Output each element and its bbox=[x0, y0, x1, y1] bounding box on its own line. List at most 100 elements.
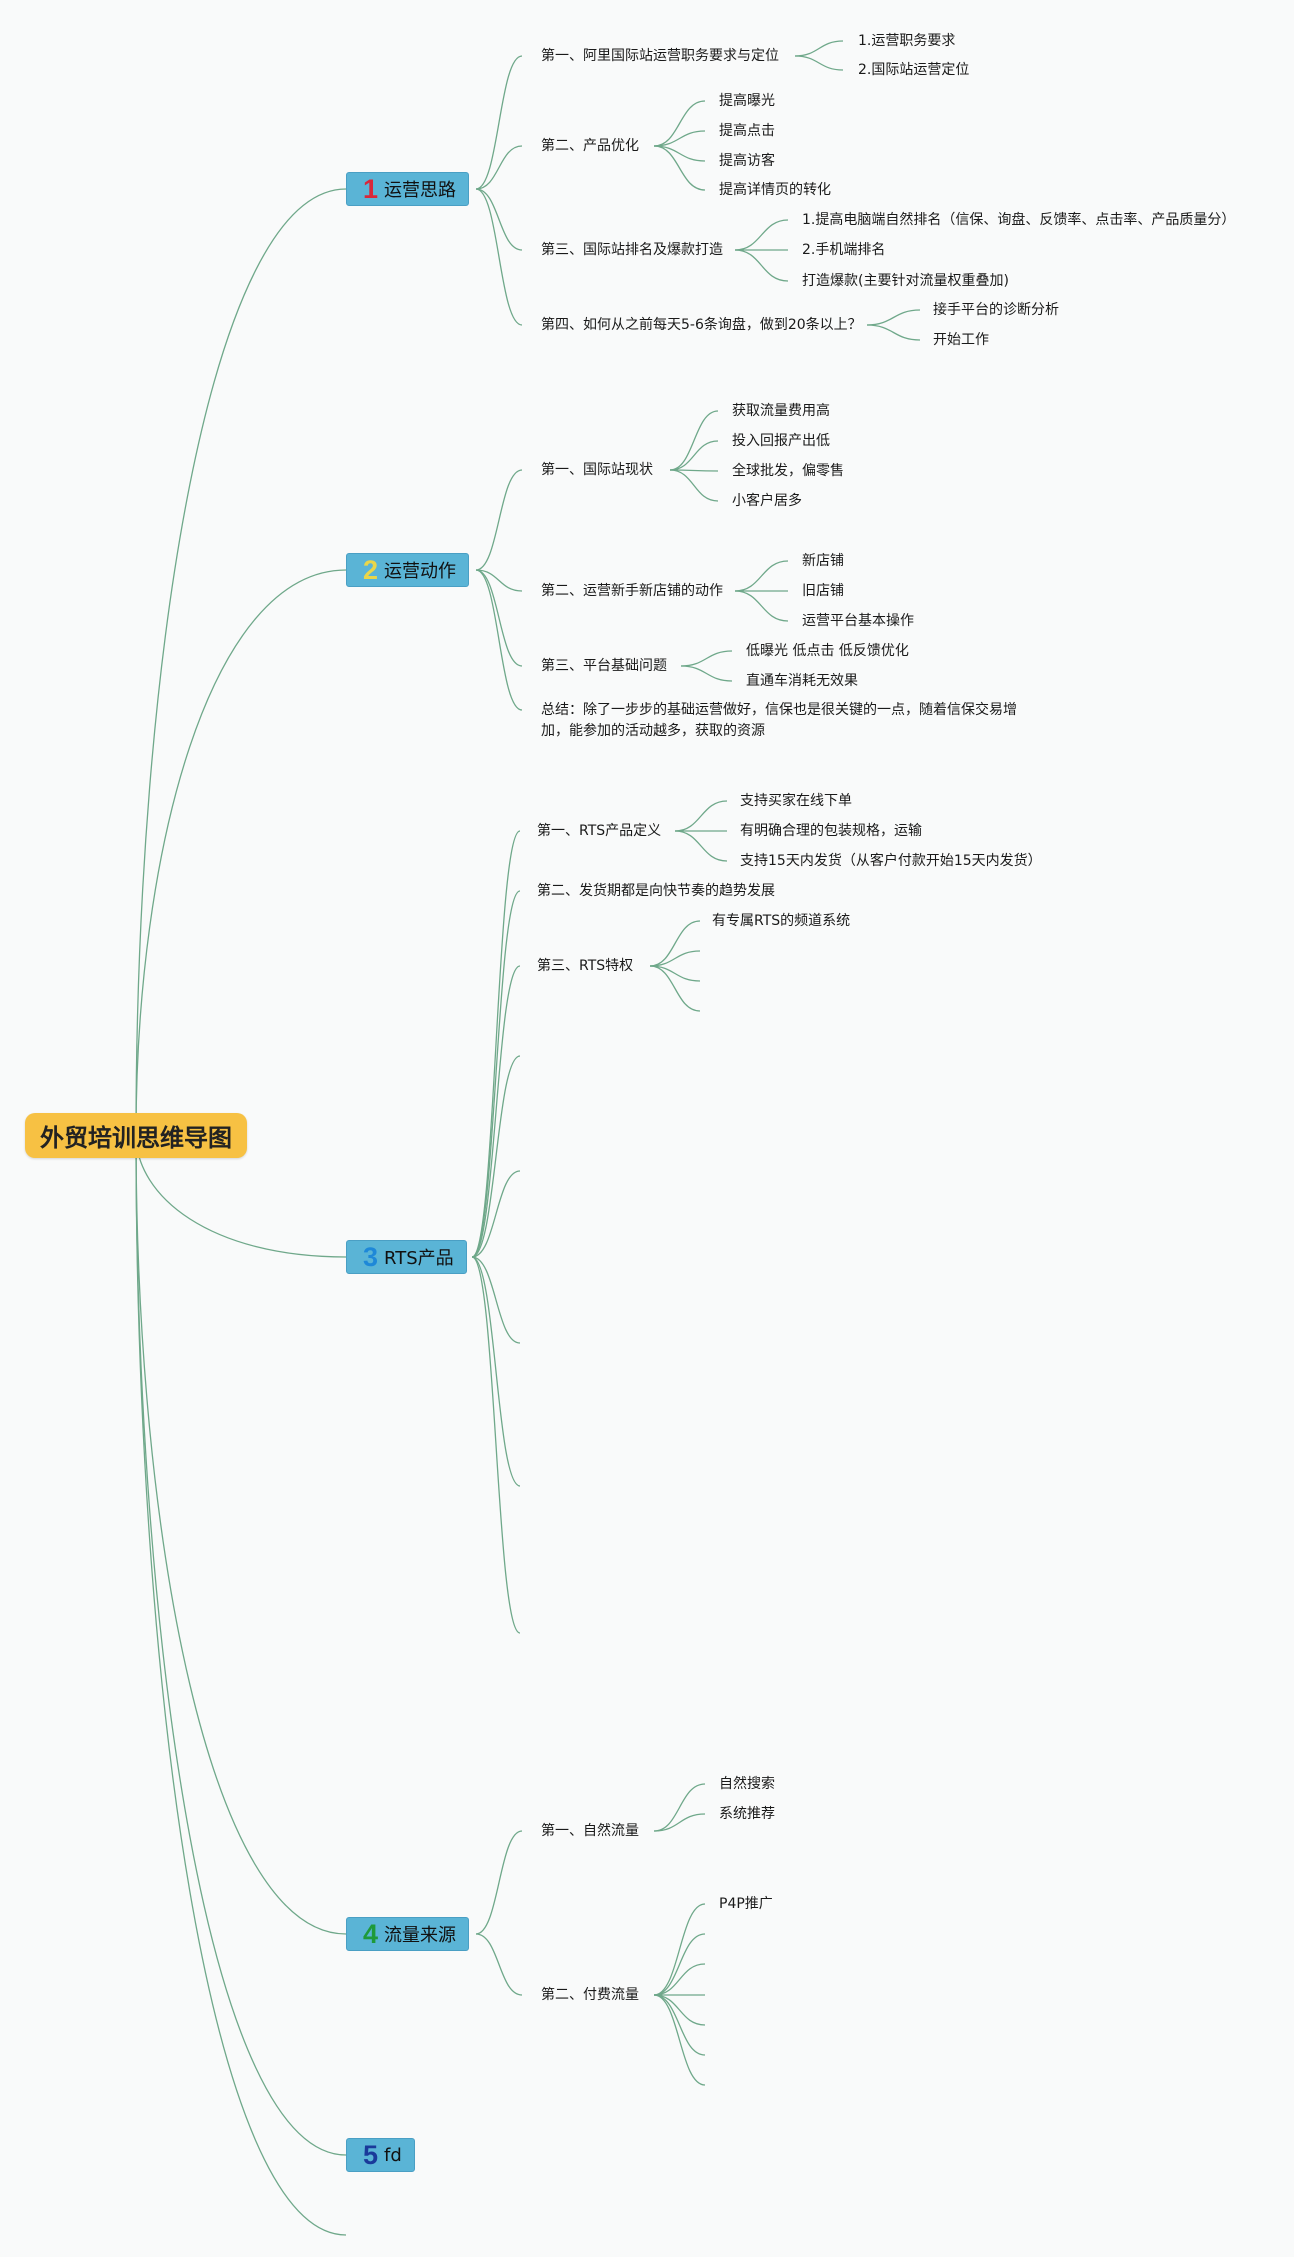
branch-node-3[interactable]: 3 RTS产品 bbox=[346, 1240, 467, 1274]
branch-label: 运营动作 bbox=[384, 561, 457, 582]
branch-node-4[interactable]: 4 流量来源 bbox=[346, 1917, 470, 1951]
subtopic-4-2[interactable]: 第二、付费流量 bbox=[541, 1987, 639, 2003]
link-3-1-1 bbox=[674, 800, 728, 832]
link-b3-sub3 bbox=[471, 965, 521, 1258]
branch-label: 运营思路 bbox=[384, 180, 457, 201]
leaf-2-2-1[interactable]: 新店铺 bbox=[802, 553, 844, 569]
link-4-2-7 bbox=[653, 1994, 706, 2086]
link-b3-sub4 bbox=[471, 1055, 521, 1258]
leaf-1-2-1[interactable]: 提高曝光 bbox=[719, 93, 775, 109]
link-b3-sub1 bbox=[471, 830, 521, 1258]
root-node[interactable]: 外贸培训思维导图 bbox=[25, 1113, 247, 1158]
branch-node-5[interactable]: 5 fd bbox=[346, 2138, 415, 2172]
summary-note[interactable]: 总结：除了一步步的基础运营做好，信保也是很关键的一点，随着信保交易增加，能参加的… bbox=[541, 702, 1017, 739]
subtopic-1-2[interactable]: 第二、产品优化 bbox=[541, 138, 639, 154]
leaf-1-4-2[interactable]: 开始工作 bbox=[933, 332, 989, 348]
link-1-4-2 bbox=[866, 324, 921, 341]
subtopic-2-1[interactable]: 第一、国际站现状 bbox=[541, 462, 653, 478]
link-b3-sub6 bbox=[471, 1256, 521, 1344]
leaf-1-1-1[interactable]: 1.运营职务要求 bbox=[858, 33, 956, 49]
link-4-2-6 bbox=[653, 1994, 706, 2056]
link-1-2-2 bbox=[653, 130, 706, 147]
leaf-3-3-1[interactable]: 有专属RTS的频道系统 bbox=[712, 913, 851, 929]
leaf-2-3-1[interactable]: 低曝光 低点击 低反馈优化 bbox=[746, 643, 909, 659]
leaf-3-1-2[interactable]: 有明确合理的包装规格，运输 bbox=[740, 823, 922, 839]
link-4-2-2 bbox=[653, 1933, 706, 1996]
leaf-1-4-1[interactable]: 接手平台的诊断分析 bbox=[933, 302, 1059, 318]
leaf-2-1-4[interactable]: 小客户居多 bbox=[732, 493, 802, 509]
branch-number: 1 bbox=[363, 173, 379, 204]
link-1-3-3 bbox=[734, 249, 789, 282]
link-1-2-1 bbox=[653, 100, 706, 147]
subtopic-3-1[interactable]: 第一、RTS产品定义 bbox=[537, 823, 662, 839]
link-2-1-1 bbox=[669, 410, 719, 471]
link-3-3-1 bbox=[649, 920, 701, 967]
subtopic-1-4[interactable]: 第四、如何从之前每天5-6条询盘，做到20条以上？ bbox=[541, 317, 862, 333]
link-b2-sub1 bbox=[475, 469, 523, 571]
leaf-2-2-2[interactable]: 旧店铺 bbox=[802, 583, 844, 599]
leaf-1-3-3[interactable]: 打造爆款(主要针对流量权重叠加) bbox=[802, 273, 1009, 289]
leaf-3-1-3[interactable]: 支持15天内发货（从客户付款开始15天内发货） bbox=[740, 853, 1042, 869]
link-root-b2 bbox=[135, 569, 347, 1136]
subtopic-3-3[interactable]: 第三、RTS特权 bbox=[537, 958, 634, 974]
link-b1-sub1 bbox=[475, 55, 523, 190]
link-b1-sub2 bbox=[475, 145, 523, 190]
subtopic-1-1[interactable]: 第一、阿里国际站运营职务要求与定位 bbox=[541, 48, 779, 64]
subtopic-1-3[interactable]: 第三、国际站排名及爆款打造 bbox=[541, 242, 723, 258]
leaf-1-3-2[interactable]: 2.手机端排名 bbox=[802, 242, 886, 258]
link-2-1-2 bbox=[669, 440, 719, 471]
link-root-b1 bbox=[135, 188, 347, 1136]
branch-number: 3 bbox=[363, 1241, 379, 1272]
leaf-2-3-2[interactable]: 直通车消耗无效果 bbox=[746, 673, 858, 689]
link-b3-sub5 bbox=[471, 1170, 521, 1258]
link-4-2-1 bbox=[653, 1903, 706, 1996]
leaf-4-2-1[interactable]: P4P推广 bbox=[719, 1896, 773, 1912]
link-b1-sub3 bbox=[475, 188, 523, 251]
link-b2-sub2 bbox=[475, 569, 523, 592]
leaf-2-1-1[interactable]: 获取流量费用高 bbox=[732, 403, 830, 419]
link-b3-sub7 bbox=[471, 1256, 521, 1487]
link-b2-sub4 bbox=[475, 569, 523, 711]
branch-node-1[interactable]: 1 运营思路 bbox=[346, 172, 470, 206]
link-b4-sub1 bbox=[475, 1830, 523, 1935]
link-3-3-4 bbox=[649, 965, 701, 1012]
link-1-1-1 bbox=[794, 40, 844, 57]
leaf-2-1-3[interactable]: 全球批发，偏零售 bbox=[732, 463, 844, 479]
link-4-1-1 bbox=[653, 1783, 706, 1832]
link-2-2-1 bbox=[734, 560, 789, 592]
leaf-1-2-3[interactable]: 提高访客 bbox=[719, 153, 775, 169]
leaf-2-1-2[interactable]: 投入回报产出低 bbox=[732, 433, 830, 449]
leaf-3-1-1[interactable]: 支持买家在线下单 bbox=[740, 793, 852, 809]
leaf-4-1-2[interactable]: 系统推荐 bbox=[719, 1806, 775, 1822]
subtopic-3-2[interactable]: 第二、发货期都是向快节奏的趋势发展 bbox=[537, 883, 775, 899]
link-4-1-2 bbox=[653, 1813, 706, 1832]
link-1-4-1 bbox=[866, 309, 921, 326]
leaf-1-1-2[interactable]: 2.国际站运营定位 bbox=[858, 62, 970, 78]
subtopic-2-3[interactable]: 第三、平台基础问题 bbox=[541, 658, 667, 674]
link-1-3-1 bbox=[734, 219, 789, 251]
link-2-1-4 bbox=[669, 469, 719, 502]
subtopic-2-2[interactable]: 第二、运营新手新店铺的动作 bbox=[541, 583, 723, 599]
link-3-3-2 bbox=[649, 950, 701, 967]
link-1-2-4 bbox=[653, 145, 706, 191]
branch-number: 5 bbox=[363, 2139, 379, 2170]
link-3-1-3 bbox=[674, 830, 728, 862]
link-b4-sub2 bbox=[475, 1933, 523, 1996]
link-b3-sub8 bbox=[471, 1256, 521, 1634]
branch-label: 流量来源 bbox=[384, 1925, 457, 1946]
branch-node-2[interactable]: 2 运营动作 bbox=[346, 553, 470, 587]
link-4-2-3 bbox=[653, 1963, 706, 1996]
link-b1-sub4 bbox=[475, 188, 523, 326]
leaf-4-1-1[interactable]: 自然搜索 bbox=[719, 1776, 775, 1792]
leaf-1-3-1[interactable]: 1.提高电脑端自然排名（信保、询盘、反馈率、点击率、产品质量分） bbox=[802, 212, 1236, 228]
subtopic-4-1[interactable]: 第一、自然流量 bbox=[541, 1823, 639, 1839]
link-root-b3 bbox=[135, 1134, 347, 1258]
branch-number: 4 bbox=[363, 1918, 379, 1949]
leaf-1-2-4[interactable]: 提高详情页的转化 bbox=[719, 182, 831, 198]
leaf-1-2-2[interactable]: 提高点击 bbox=[719, 123, 775, 139]
link-root-b4 bbox=[135, 1134, 347, 1935]
link-1-1-2 bbox=[794, 55, 844, 71]
link-2-3-1 bbox=[680, 650, 733, 667]
leaf-2-2-3[interactable]: 运营平台基本操作 bbox=[802, 613, 914, 629]
